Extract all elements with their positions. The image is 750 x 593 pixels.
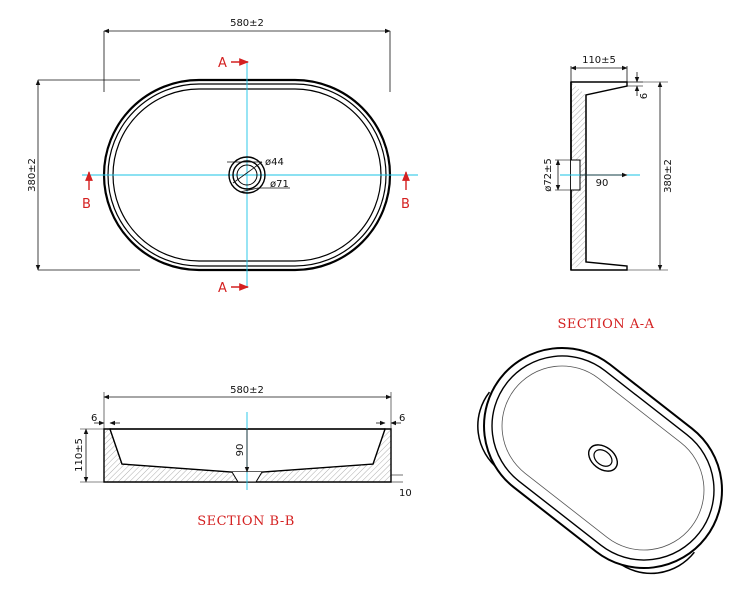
section-aa-top-dim: 110±5 <box>582 55 616 66</box>
perspective-view <box>477 346 723 575</box>
section-bb-rim-left-dim: 6 <box>91 413 97 424</box>
section-bb-depth-dim: 90 <box>235 444 246 457</box>
section-bb-title: SECTION B-B <box>197 514 295 529</box>
section-aa-depth-dim: 90 <box>596 178 609 189</box>
plan-width-dim: 580±2 <box>230 18 264 29</box>
plan-height-dim: 380±2 <box>27 158 38 192</box>
section-marker-b-right: B <box>401 171 410 212</box>
section-marker-b-left: B <box>82 171 93 212</box>
section-aa-height-dim: 380±2 <box>663 159 674 193</box>
svg-text:B: B <box>401 197 410 212</box>
drain-inner-dim: ø44 <box>265 157 284 168</box>
section-aa-drain-dim: ø72±5 <box>543 158 554 192</box>
svg-text:A: A <box>218 56 227 71</box>
section-marker-a-bottom: A <box>218 281 249 296</box>
section-bb-base-dim: 10 <box>399 488 412 499</box>
section-bb-width-dim: 580±2 <box>230 385 264 396</box>
section-aa-view: 110±5 6 ø72±5 90 380±2 SECTION A-A <box>543 55 674 332</box>
section-bb-view: 580±2 6 6 110±5 90 10 SECTION B-B <box>74 385 412 529</box>
svg-text:A: A <box>218 281 227 296</box>
section-marker-a-top: A <box>218 56 249 71</box>
section-aa-title: SECTION A-A <box>558 317 655 332</box>
plan-view: 580±2 380±2 ø44 ø71 A <box>27 18 418 296</box>
svg-text:B: B <box>82 197 91 212</box>
drain-outer-dim: ø71 <box>270 179 289 190</box>
drain-perspective <box>587 444 619 472</box>
section-bb-rim-right-dim: 6 <box>399 413 405 424</box>
section-aa-rim-dim: 6 <box>639 93 650 99</box>
section-bb-height-dim: 110±5 <box>74 438 85 472</box>
drain <box>227 156 290 194</box>
